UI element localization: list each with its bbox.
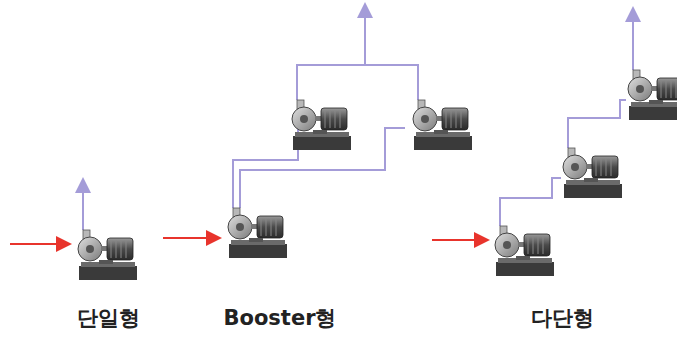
- type-label: 다단형: [531, 304, 594, 332]
- type-label: Booster형: [224, 304, 337, 332]
- type-label: 단일형: [77, 304, 140, 332]
